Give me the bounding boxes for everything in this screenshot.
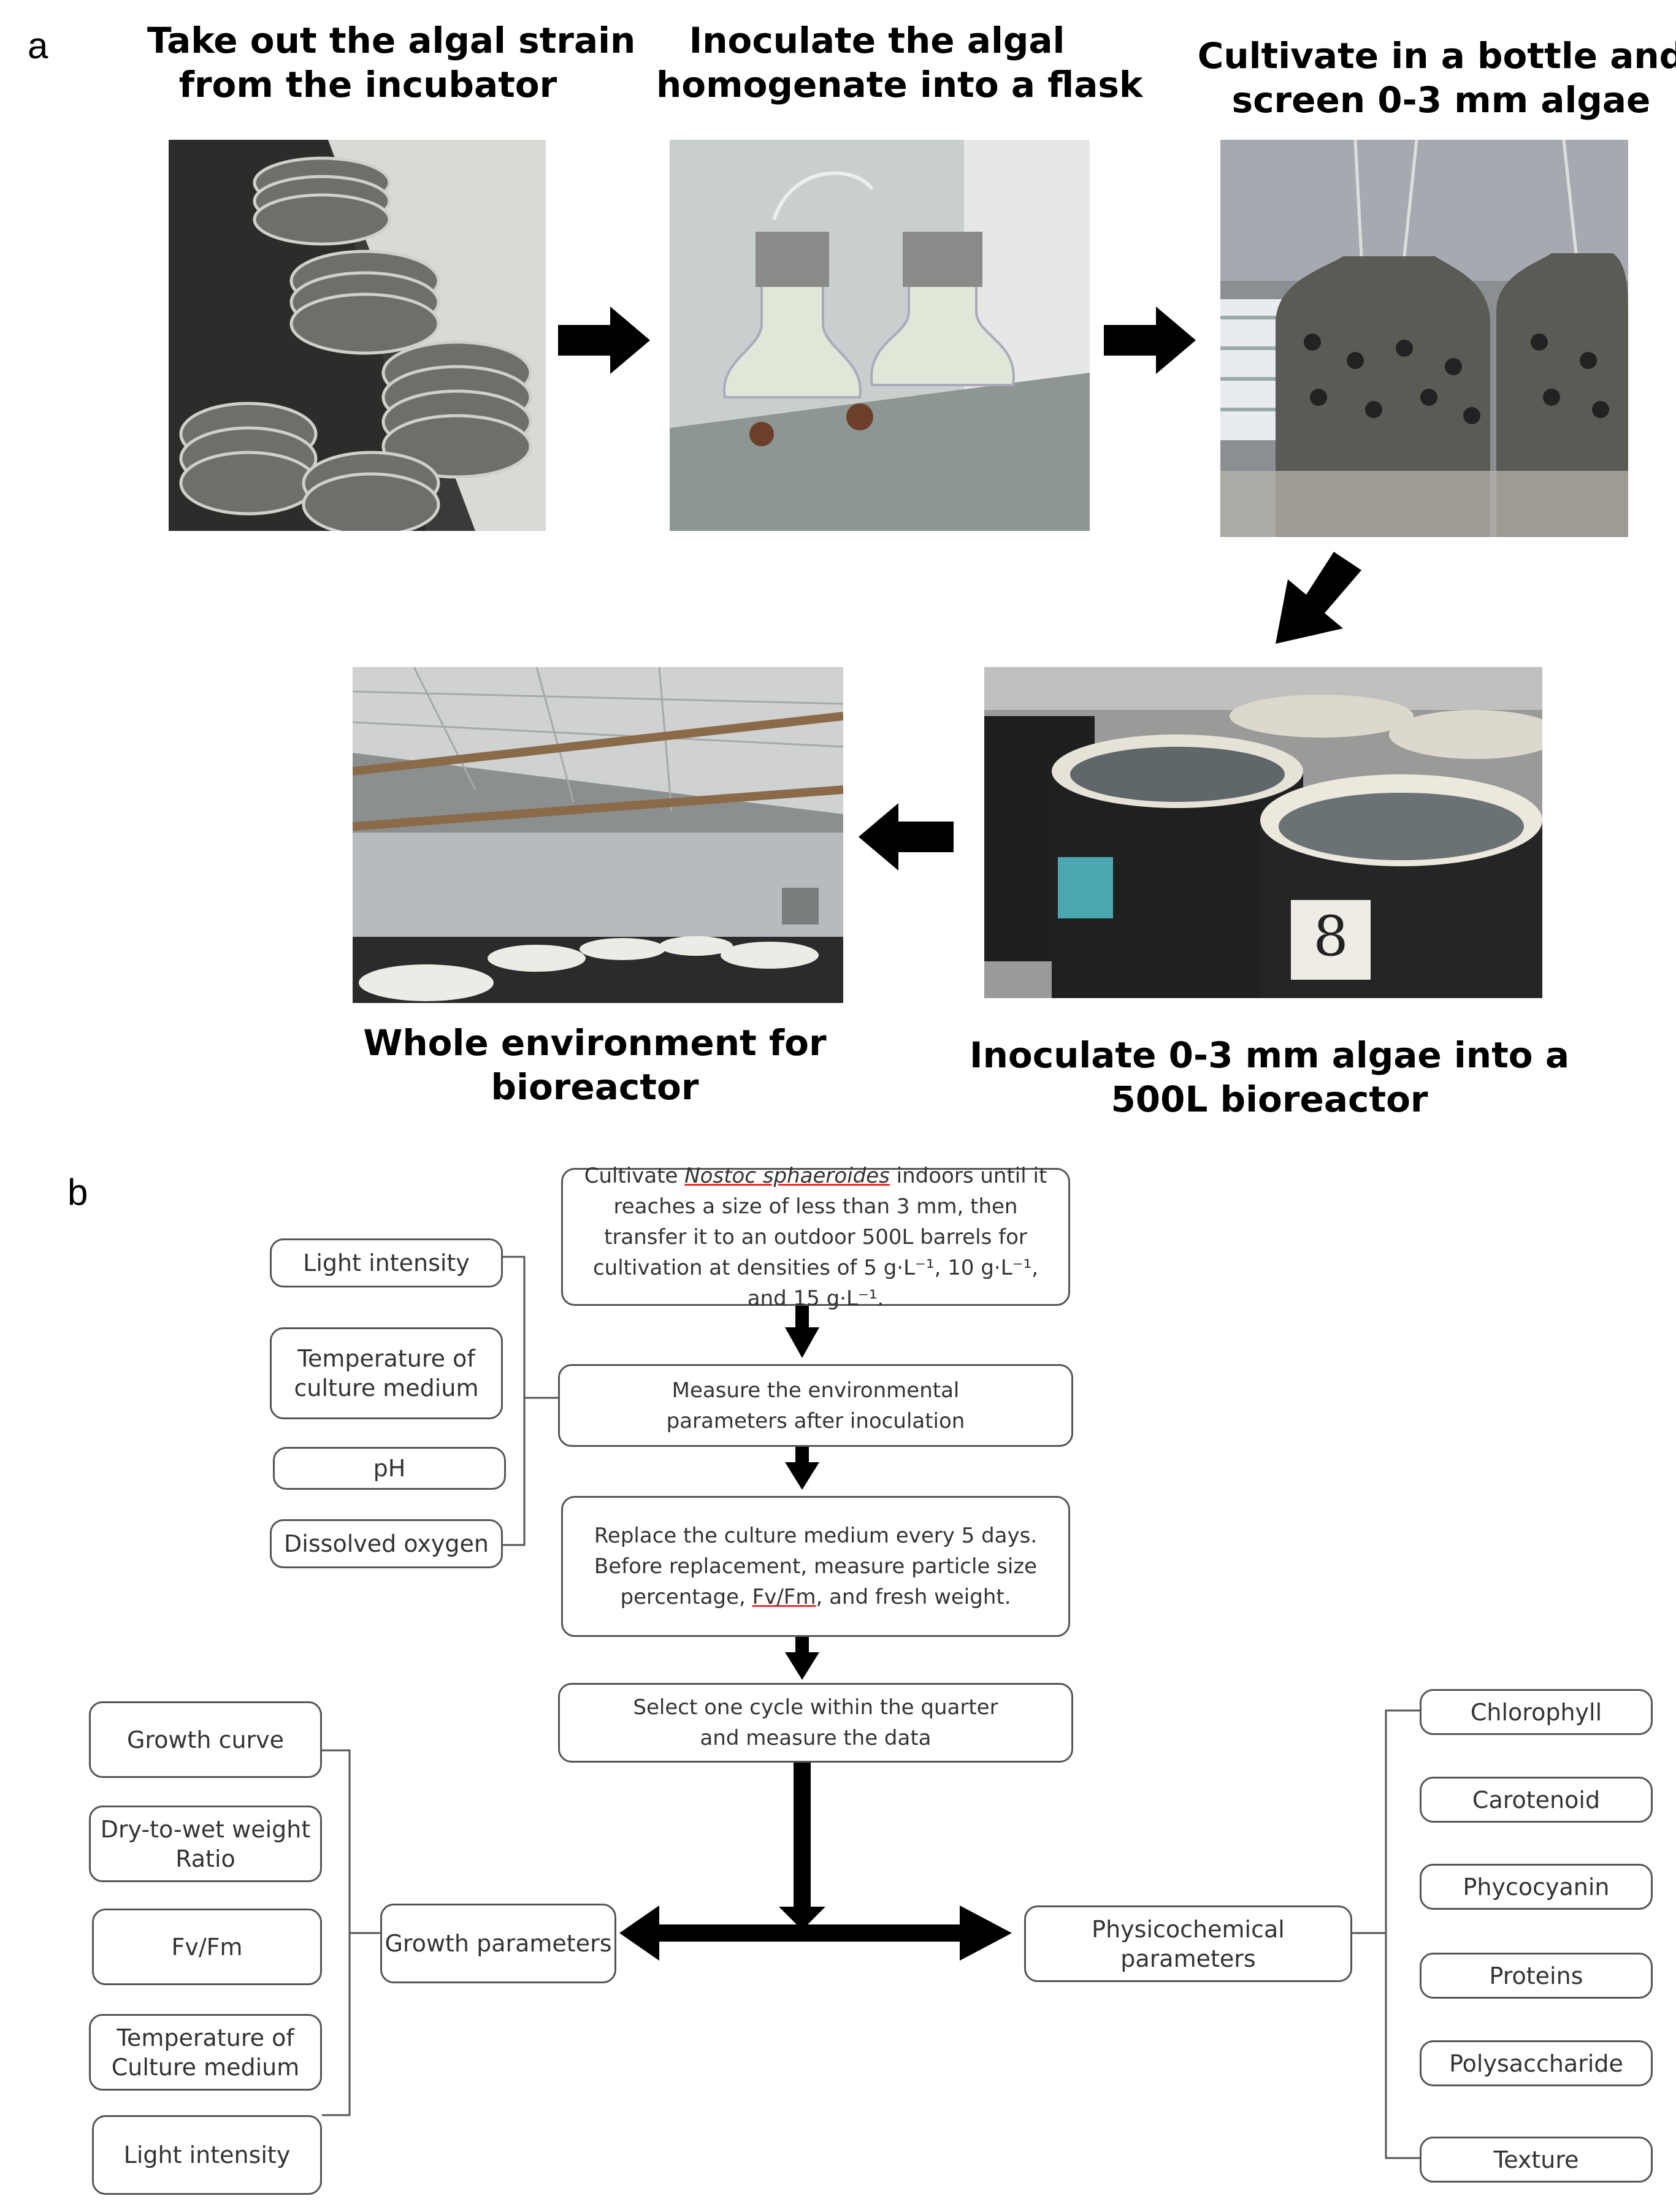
physico-carotenoid: Carotenoid	[1420, 1777, 1653, 1823]
arrow-down-left-icon	[1276, 552, 1361, 644]
step-measure-environment-box: Measure the environmental parameters aft…	[558, 1364, 1073, 1447]
species-name: Nostoc sphaeroides	[684, 1163, 890, 1188]
step3-caption: Cultivate in a bottle and screen 0-3 mm …	[1197, 35, 1676, 121]
photo-whole-environment	[353, 667, 843, 1003]
photo-petri-dishes	[169, 140, 546, 531]
growth-light-intensity: Light intensity	[92, 2115, 322, 2195]
growth-fvfm: Fv/Fm	[92, 1909, 322, 1985]
physico-chlorophyll: Chlorophyll	[1420, 1689, 1653, 1735]
photo-500l-bioreactor: 8	[984, 667, 1542, 998]
arrow-right-icon	[558, 307, 650, 374]
physicochemical-parameters-box: Physicochemical parameters	[1024, 1905, 1352, 1982]
arrow-right-icon	[1104, 307, 1196, 374]
env-temperature: Temperature of culture medium	[270, 1327, 503, 1419]
env-ph: pH	[273, 1447, 506, 1490]
physico-polysaccharide: Polysaccharide	[1420, 2040, 1653, 2086]
photo-bottles	[1220, 140, 1628, 537]
arrow-left-icon	[859, 803, 954, 871]
step1-text-a: Cultivate	[584, 1163, 685, 1188]
growth-parameters-box: Growth parameters	[380, 1904, 616, 1983]
step-select-cycle-box: Select one cycle within the quarter and …	[558, 1683, 1073, 1763]
step1-text-b: indoors until it reaches a size of less …	[592, 1163, 1047, 1311]
physico-proteins: Proteins	[1420, 1953, 1653, 1999]
step3-text-b: , and fresh weight.	[816, 1585, 1011, 1609]
physico-phycocyanin: Phycocyanin	[1420, 1864, 1653, 1910]
fvfm-text: Fv/Fm	[752, 1585, 816, 1609]
step-cultivate-indoors-box: Cultivate Nostoc sphaeroides indoors unt…	[561, 1164, 1070, 1311]
step-replace-medium-box: Replace the culture medium every 5 days.…	[561, 1496, 1070, 1637]
growth-temperature: Temperature of Culture medium	[89, 2014, 322, 2091]
step4-caption: Inoculate 0-3 mm algae into a 500L biore…	[970, 1034, 1569, 1120]
growth-curve: Growth curve	[89, 1701, 322, 1778]
growth-dry-wet-ratio: Dry-to-wet weight Ratio	[89, 1806, 322, 1882]
step3-text-a: Replace the culture medium every 5 days.…	[594, 1524, 1038, 1609]
panel-b-label: b	[67, 1172, 88, 1213]
env-dissolved-oxygen: Dissolved oxygen	[270, 1519, 503, 1568]
step2-caption: Inoculate the algal homogenate into a fl…	[656, 20, 1143, 105]
step5-caption: Whole environment for bioreactor	[363, 1022, 827, 1108]
panel-a-label: a	[28, 25, 48, 66]
env-light-intensity: Light intensity	[270, 1238, 503, 1287]
tank-number: 8	[1313, 904, 1348, 969]
photo-flasks	[670, 140, 1090, 531]
physico-texture: Texture	[1420, 2137, 1653, 2183]
